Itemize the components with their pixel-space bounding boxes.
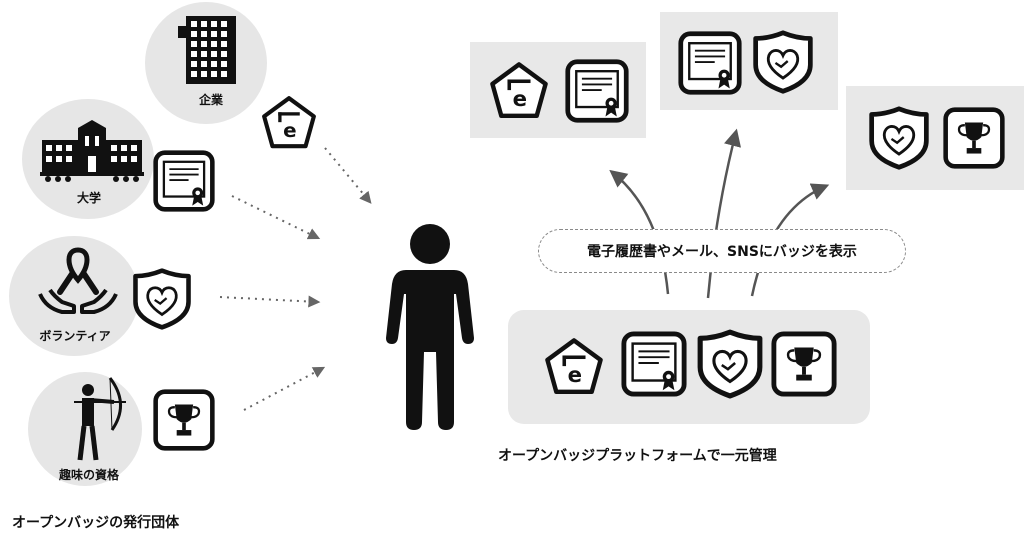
issuer-circle-volunteer <box>9 236 139 356</box>
issuer-label-volunteer: ボランティア <box>39 329 111 343</box>
display-note: 電子履歴書やメール、SNSにバッジを表示 <box>538 229 906 273</box>
platform-caption: オープンバッジプラットフォームで一元管理 <box>498 448 777 464</box>
archer-icon <box>74 377 126 461</box>
e-learning-badge-icon <box>538 336 610 398</box>
person-icon <box>386 224 474 430</box>
issuer-label-company: 企業 <box>198 93 223 107</box>
office-building-icon <box>178 16 236 84</box>
issuer-label-hobby: 趣味の資格 <box>58 468 119 482</box>
issuers-title: オープンバッジの発行団体 <box>12 515 180 531</box>
ribbon-hands-icon <box>38 247 118 314</box>
heart-handshake-badge-icon <box>694 328 766 400</box>
trophy-badge-icon <box>770 330 838 398</box>
university-building-icon <box>40 120 144 182</box>
issuer-label-university: 大学 <box>76 191 101 205</box>
certificate-badge-icon <box>620 330 688 398</box>
